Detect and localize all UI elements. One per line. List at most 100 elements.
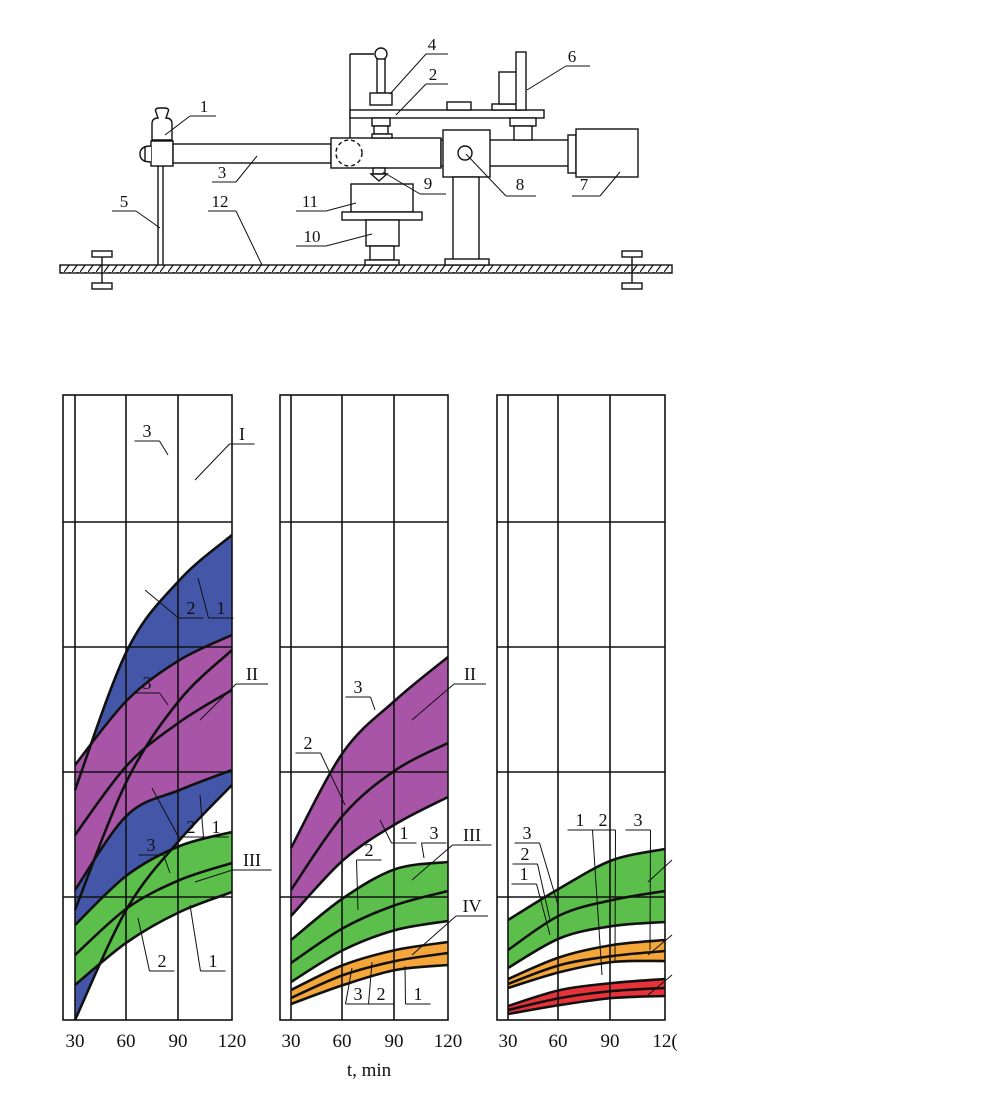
label-II: II [464, 664, 476, 684]
callout-8: 8 [465, 153, 536, 197]
callout-6: 6 [526, 47, 590, 91]
label-III: III [463, 825, 481, 845]
x-tick-label: 60 [549, 1031, 568, 1052]
support-post [157, 166, 164, 265]
label-c1a: 1 [520, 864, 529, 884]
curve-iii-1 [74, 890, 233, 987]
x-tick-label: 90 [385, 1031, 404, 1052]
callout-number: 9 [424, 174, 433, 193]
label-c2b: 2 [187, 817, 196, 837]
curve-v-2 [507, 986, 666, 1012]
label-c2a: 2 [521, 844, 530, 864]
x-tick-label: 30 [66, 1031, 85, 1052]
label-c3c: 3 [147, 835, 156, 855]
callout-number: 11 [302, 192, 318, 211]
label-c3a: 3 [143, 421, 152, 441]
lever-arm [172, 137, 570, 169]
label-c2c: 2 [158, 951, 167, 971]
callout-number: 5 [120, 192, 129, 211]
callout-number: 4 [428, 35, 437, 54]
x-axis-title: t, min [347, 1060, 392, 1081]
curve-iv-1 [290, 963, 449, 1006]
grid [62, 394, 233, 1021]
curve-iv-1 [507, 959, 666, 990]
curve-ii-1 [290, 795, 449, 917]
cropped-leaders [647, 859, 673, 996]
band-iii [75, 832, 232, 985]
curve-ii-3 [289, 655, 449, 849]
pivot-support [442, 129, 491, 266]
indenter [369, 167, 389, 182]
label-c1a: 1 [400, 823, 409, 843]
curve-v-1 [507, 994, 666, 1016]
clamp-block [139, 140, 174, 167]
curve-iii-1 [507, 920, 666, 970]
callout-11: 11 [296, 192, 357, 212]
band-iii [508, 849, 665, 968]
x-tick-label: 60 [333, 1031, 352, 1052]
callout-number: 12 [212, 192, 229, 211]
band-iii [291, 862, 448, 982]
label-c1a: 1 [217, 598, 226, 618]
label-c1b: 1 [576, 810, 585, 830]
callout-2: 2 [395, 65, 448, 116]
label-c2c: 2 [377, 984, 386, 1004]
curve-iii-3 [507, 847, 666, 922]
curve-iv-3 [507, 938, 666, 981]
label-c2a: 2 [187, 598, 196, 618]
curve-ii-1 [73, 768, 233, 891]
curve-iii-2 [74, 861, 233, 956]
label-c3b: 3 [143, 673, 152, 693]
x-tick-label: 12( [652, 1031, 677, 1052]
label-c3b: 3 [634, 810, 643, 830]
grid [496, 394, 666, 1021]
curve-iv-3 [290, 940, 449, 992]
curve-iv-2 [290, 951, 449, 1000]
x-tick-label: 30 [282, 1031, 301, 1052]
label-c1c: 1 [414, 984, 423, 1004]
curve-i-1 [73, 784, 233, 1021]
curve-ii-2 [73, 688, 233, 836]
upper-frame [349, 47, 545, 141]
callout-1: 1 [164, 97, 216, 136]
callout-10: 10 [296, 227, 373, 247]
label-c1c: 1 [209, 951, 218, 971]
x-tick-label: 30 [499, 1031, 518, 1052]
label-c3b: 3 [430, 823, 439, 843]
curve-iii-2 [507, 889, 666, 952]
specimen-table [341, 183, 423, 266]
base-plate [59, 264, 673, 274]
x-tick-label: 90 [169, 1031, 188, 1052]
callout-4: 4 [389, 35, 448, 95]
curve-iii-1 [290, 919, 449, 984]
callout-5: 5 [112, 192, 161, 229]
band-ii [75, 635, 232, 890]
callout-number: 1 [200, 97, 209, 116]
label-II: II [246, 664, 258, 684]
label-I: I [239, 424, 245, 444]
leveling-screw-right [621, 250, 643, 290]
x-tick-label: 60 [117, 1031, 136, 1052]
curve-iv-2 [507, 949, 666, 986]
callout-number: 8 [516, 175, 525, 194]
callout-number: 6 [568, 47, 577, 66]
label-c3c: 3 [354, 984, 363, 1004]
callout-number: 2 [429, 65, 438, 84]
callout-number: 7 [580, 175, 589, 194]
motor [567, 128, 639, 178]
x-tick-label: 90 [601, 1031, 620, 1052]
label-III: III [243, 850, 261, 870]
callout-3: 3 [212, 155, 258, 183]
label-c3a: 3 [523, 823, 532, 843]
curve-ii-3 [73, 633, 233, 766]
label-c2b: 2 [599, 810, 608, 830]
weight [151, 107, 173, 141]
label-c3a: 3 [354, 677, 363, 697]
